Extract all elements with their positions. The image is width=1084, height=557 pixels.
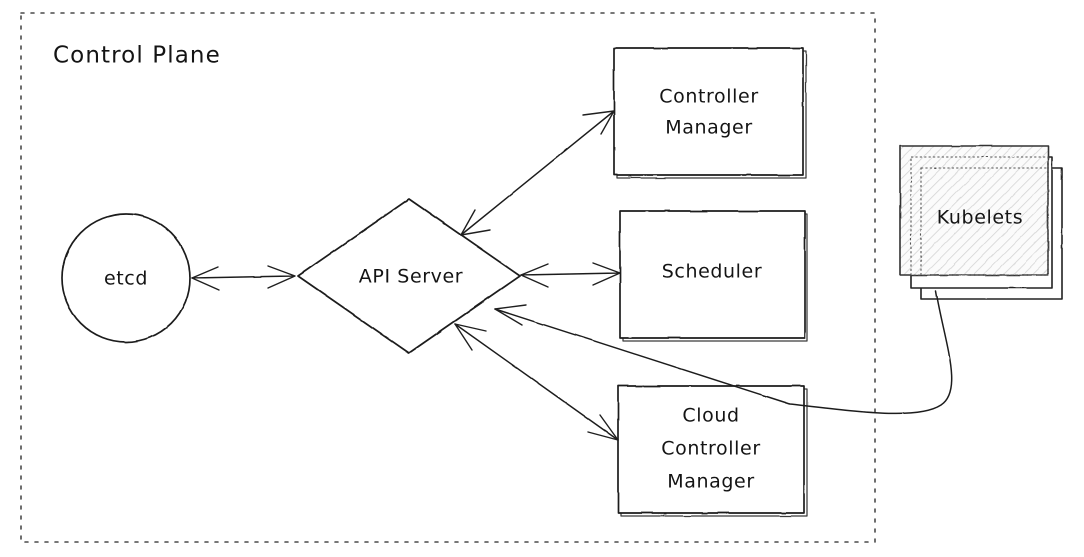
edge-controller-manager-arrowhead-up [582,110,615,135]
cloud-controller-manager-label-line3: Manager [667,471,754,493]
etcd-label: etcd [104,268,148,290]
edge-etcd-api-server-line [191,275,295,279]
node-etcd[interactable]: etcd [61,213,191,343]
controller-manager-label-line1: Controller [659,86,758,108]
controller-manager-label-line2: Manager [665,117,752,139]
edge-controller-manager-arrowhead-down [460,209,491,236]
node-controller-manager[interactable]: Controller Manager [613,47,807,179]
edge-cloud-cm-arrowhead-down [587,414,619,441]
kubelets-inner-outline-1 [910,156,1049,276]
etcd-circle-shape [61,213,191,343]
api-server-label: API Server [359,266,463,288]
control-plane-border [20,12,876,543]
node-cloud-controller-manager[interactable]: Cloud Controller Manager [617,385,808,517]
edge-cloud-cm-arrowhead-up [454,323,487,351]
scheduler-box-shape [619,210,806,339]
scheduler-label: Scheduler [662,261,763,283]
edge-cloud-controller-manager-line [454,323,619,441]
edge-scheduler-arrowhead-left [520,263,549,288]
edge-kubelets-arrowhead [494,304,527,326]
edge-scheduler-arrowhead-right [592,262,621,286]
edge-api-server-scheduler [520,262,621,288]
cloud-controller-manager-label-line1: Cloud [682,405,739,427]
kubelets-inner-outline-2 [920,167,1049,276]
edge-scheduler-line [520,272,621,276]
edge-api-server-controller-manager [460,110,615,236]
cloud-controller-manager-label-line2: Controller [661,438,760,460]
edge-kubelets-curve [494,290,953,415]
node-kubelets[interactable]: Kubelets [899,145,1063,300]
node-scheduler[interactable]: Scheduler [619,210,808,342]
edge-api-server-cloud-controller-manager [454,323,619,441]
node-api-server[interactable]: API Server [297,198,521,354]
api-server-diamond-shape [297,198,521,354]
edge-controller-manager-line [460,110,615,236]
kubelets-label: Kubelets [937,207,1023,229]
control-plane-group: etcd Control Plane [20,12,876,543]
edge-kubelets-api-server [494,290,953,415]
edge-etcd-arrowhead-right [267,265,296,289]
group-title-label: Control Plane [53,43,221,69]
edge-etcd-api-server [191,265,296,291]
cloud-controller-manager-box-shape [617,385,805,514]
controller-manager-box-shape [613,47,804,176]
edge-etcd-arrowhead-left [191,266,220,291]
